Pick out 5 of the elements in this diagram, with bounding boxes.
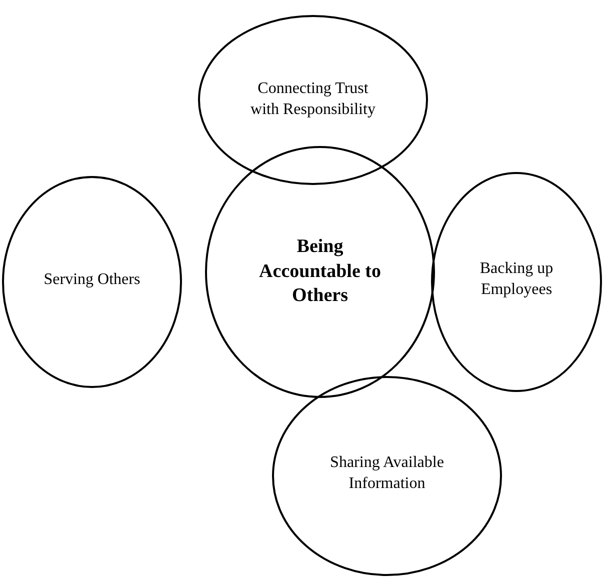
node-label: Sharing Available Information [329, 453, 445, 494]
node-label: Backing up Employees [478, 259, 554, 300]
node-label: Serving Others [42, 270, 142, 290]
node-label: Connecting Trust with Responsibility [250, 79, 376, 120]
node-label: Being Accountable to Others [258, 234, 382, 308]
